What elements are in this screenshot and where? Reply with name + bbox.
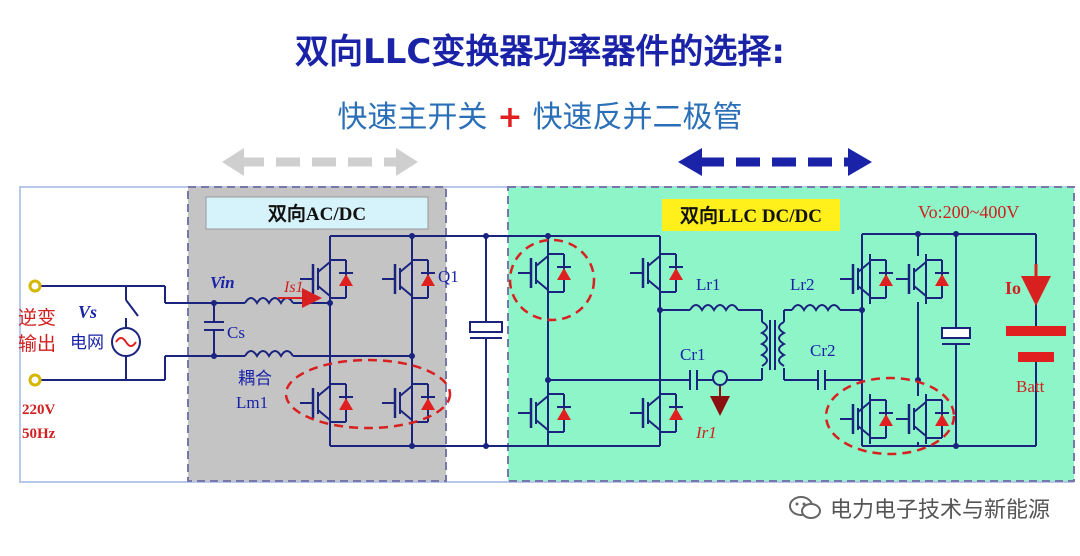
terminal-top-icon bbox=[28, 279, 42, 293]
subtitle-left: 快速主开关 bbox=[337, 100, 488, 135]
cs-label: Cs bbox=[227, 323, 245, 342]
lm1-label: Lm1 bbox=[236, 393, 268, 412]
node-dot bbox=[915, 231, 921, 237]
page-title: 双向LLC变换器功率器件的选择: bbox=[295, 32, 785, 72]
lr1-label: Lr1 bbox=[696, 275, 721, 294]
node-dot bbox=[409, 233, 415, 239]
llc-wiring bbox=[486, 233, 1037, 447]
coupled-label: 耦合 bbox=[238, 369, 272, 389]
grid-label: 电网 bbox=[70, 333, 104, 353]
wechat-icon bbox=[788, 496, 821, 519]
battery-plate-icon bbox=[1018, 352, 1054, 362]
acdc-label-box bbox=[205, 196, 429, 230]
inverter-label: 逆变 bbox=[18, 307, 56, 329]
node-dot bbox=[483, 443, 489, 449]
node-dot bbox=[211, 300, 217, 306]
acdc-direction-arrow bbox=[222, 148, 418, 176]
node-dot bbox=[545, 377, 551, 383]
cr1-label: Cr1 bbox=[680, 345, 706, 364]
node-dot bbox=[211, 353, 217, 359]
voltage-220-label: 220V bbox=[22, 402, 56, 418]
highlight-acdc-lower-switches bbox=[284, 358, 452, 430]
llc-label-box bbox=[662, 199, 840, 231]
watermark-text: 电力电子技术与新能源 bbox=[829, 498, 1050, 523]
batt-label: Batt bbox=[1016, 377, 1045, 396]
subtitle-right: 快速反并二极管 bbox=[532, 100, 743, 135]
terminal-bottom-icon bbox=[28, 373, 42, 387]
page-subtitle: 快速主开关 + 快速反并二极管 bbox=[0, 92, 1080, 136]
ac-source-icon bbox=[115, 337, 137, 347]
llc-label: 双向LLC DC/DC bbox=[680, 204, 822, 227]
q1-label: Q1 bbox=[438, 267, 459, 286]
vin-label: Vin bbox=[210, 273, 235, 292]
ir1-label: Ir1 bbox=[695, 423, 717, 442]
output-label: 输出 bbox=[18, 333, 56, 355]
acdc-label: 双向AC/DC bbox=[268, 202, 366, 225]
watermark: 电力电子技术与新能源 bbox=[788, 492, 1050, 524]
vo-range-label: Vo:200~400V bbox=[918, 202, 1019, 222]
subtitle-plus: + bbox=[497, 100, 523, 135]
highlight-llc-primary-switch bbox=[508, 238, 596, 322]
node-dot bbox=[953, 443, 959, 449]
battery-plate-icon bbox=[1006, 326, 1066, 336]
llc-section bbox=[507, 186, 1075, 482]
lr2-label: Lr2 bbox=[790, 275, 815, 294]
acdc-wiring bbox=[204, 235, 548, 447]
node-dot bbox=[953, 231, 959, 237]
llc-direction-arrow bbox=[678, 148, 872, 176]
cr2-label: Cr2 bbox=[810, 341, 836, 360]
io-label: Io bbox=[1005, 278, 1021, 298]
node-dot bbox=[859, 307, 865, 313]
vs-label: Vs bbox=[78, 302, 97, 322]
node-dot bbox=[409, 353, 415, 359]
node-dot bbox=[409, 443, 415, 449]
node-dot bbox=[545, 233, 551, 239]
freq-50-label: 50Hz bbox=[22, 426, 56, 442]
is1-label: Is1 bbox=[283, 279, 304, 296]
highlight-llc-secondary-switches bbox=[824, 376, 956, 456]
node-dot bbox=[657, 307, 663, 313]
grid-side bbox=[35, 285, 245, 381]
